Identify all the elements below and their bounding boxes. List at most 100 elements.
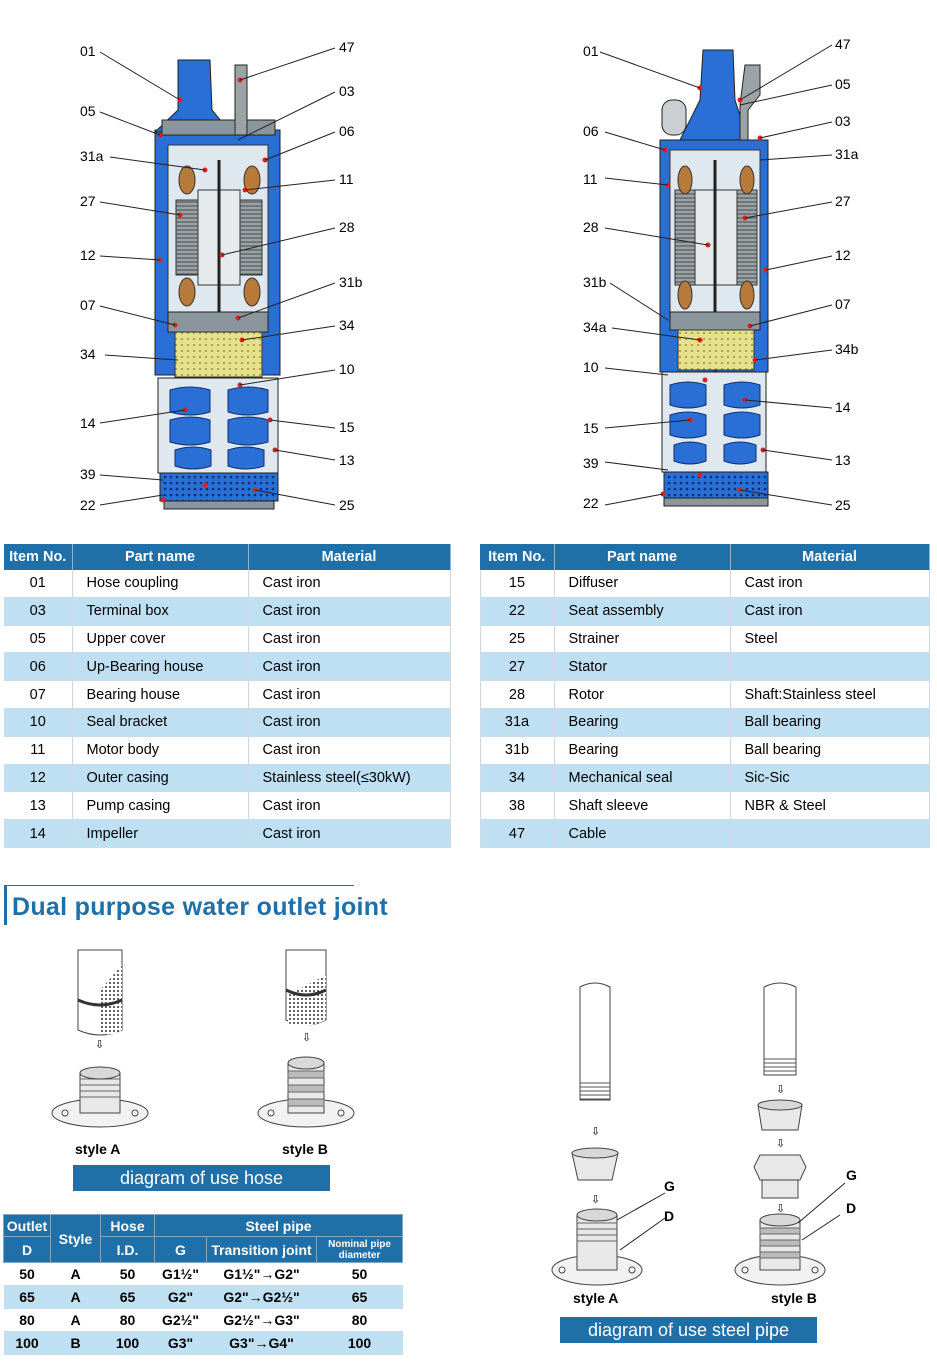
cell-transition: G2½"→G3" bbox=[206, 1308, 317, 1332]
material: Ball bearing bbox=[730, 736, 930, 765]
header-g: G bbox=[154, 1236, 207, 1263]
section-title: Dual purpose water outlet joint bbox=[12, 893, 388, 921]
cell-nominal: 100 bbox=[316, 1331, 403, 1355]
table-row: 50 A 50 G1½" G1½"→G2" 50 bbox=[3, 1262, 403, 1286]
gap bbox=[450, 625, 481, 653]
header-nominal-diameter: Nominal pipe diameter bbox=[315, 1236, 404, 1263]
table-row: 01 Hose coupling Cast iron 15 Diffuser C… bbox=[4, 570, 930, 598]
gap bbox=[450, 680, 481, 709]
callout-25: 25 bbox=[835, 497, 851, 513]
svg-text:⇩: ⇩ bbox=[776, 1138, 785, 1150]
callout-01: 01 bbox=[80, 43, 96, 59]
callout-22: 22 bbox=[80, 497, 96, 513]
part-name: Seat assembly bbox=[554, 597, 731, 626]
part-name: Upper cover bbox=[72, 625, 249, 654]
item-no: 12 bbox=[4, 764, 73, 793]
material: Ball bearing bbox=[730, 708, 930, 737]
hose-banner: diagram of use hose bbox=[73, 1165, 330, 1191]
gap bbox=[450, 708, 481, 737]
part-name: Hose coupling bbox=[72, 570, 249, 598]
svg-text:⇩: ⇩ bbox=[95, 1039, 104, 1051]
part-name: Bearing house bbox=[72, 680, 249, 709]
callout-27: 27 bbox=[835, 193, 851, 209]
material bbox=[730, 652, 930, 682]
section-bar bbox=[4, 885, 7, 925]
spec-subheader-row: D I.D. G Transition joint Nominal pipe d… bbox=[3, 1236, 404, 1263]
item-no: 28 bbox=[480, 680, 555, 709]
header-transition-joint: Transition joint bbox=[206, 1236, 317, 1263]
header-style: Style bbox=[50, 1214, 101, 1263]
cell-style: B bbox=[50, 1331, 101, 1355]
table-row: 14 Impeller Cast iron 47 Cable bbox=[4, 819, 930, 848]
parts-table-header: Item No. Part name Material Item No. Par… bbox=[4, 544, 930, 570]
table-row: 13 Pump casing Cast iron 38 Shaft sleeve… bbox=[4, 791, 930, 821]
part-name: Outer casing bbox=[72, 764, 249, 793]
steel-style-a-label: style A bbox=[573, 1290, 619, 1306]
callout-06: 06 bbox=[583, 123, 599, 139]
item-no: 25 bbox=[480, 625, 555, 654]
cell-nominal: 80 bbox=[316, 1308, 403, 1332]
material: Cast iron bbox=[730, 570, 930, 598]
gap bbox=[450, 652, 481, 681]
material: Cast iron bbox=[248, 680, 451, 709]
item-no: 47 bbox=[480, 819, 555, 848]
callout-34-right: 34 bbox=[339, 317, 355, 333]
part-name: Mechanical seal bbox=[554, 764, 731, 793]
part-name: Bearing bbox=[554, 736, 731, 765]
steel-pipe-diagram: ⇩ ⇩ ⇩ ⇩ ⇩ bbox=[551, 982, 846, 1286]
part-name: Up-Bearing house bbox=[72, 652, 249, 682]
callout-06: 06 bbox=[339, 123, 355, 139]
callout-28: 28 bbox=[583, 219, 599, 235]
gap bbox=[450, 570, 481, 598]
header-outlet: Outlet bbox=[3, 1214, 51, 1237]
cell-style: A bbox=[50, 1285, 101, 1309]
cell-nominal: 50 bbox=[316, 1262, 403, 1286]
item-no: 31a bbox=[480, 708, 555, 737]
item-no: 03 bbox=[4, 597, 73, 626]
svg-text:⇩: ⇩ bbox=[591, 1126, 600, 1138]
material: Cast iron bbox=[248, 791, 451, 821]
callout-03: 03 bbox=[339, 83, 355, 99]
cell-d: 80 bbox=[3, 1308, 51, 1332]
steel-banner: diagram of use steel pipe bbox=[560, 1317, 817, 1343]
callout-07: 07 bbox=[835, 296, 851, 312]
gap bbox=[450, 736, 481, 765]
callout-34: 34 bbox=[80, 346, 96, 362]
table-row: 80 A 80 G2½" G2½"→G3" 80 bbox=[3, 1308, 403, 1332]
part-name: Diffuser bbox=[554, 570, 731, 598]
callout-11: 11 bbox=[339, 171, 354, 187]
table-row: 12 Outer casing Stainless steel(≤30kW) 3… bbox=[4, 764, 930, 793]
material: Shaft:Stainless steel bbox=[730, 680, 930, 709]
cell-g: G2½" bbox=[154, 1308, 207, 1332]
cell-id: 65 bbox=[100, 1285, 155, 1309]
svg-text:⇩: ⇩ bbox=[302, 1032, 311, 1044]
header-steel-pipe: Steel pipe bbox=[153, 1214, 404, 1237]
part-name: Seal bracket bbox=[72, 708, 249, 737]
hose-style-a-label: style A bbox=[75, 1141, 121, 1157]
item-no: 10 bbox=[4, 708, 73, 737]
callout-22: 22 bbox=[583, 495, 599, 511]
callout-03: 03 bbox=[835, 113, 851, 129]
part-name: Cable bbox=[554, 819, 731, 848]
callout-31b: 31b bbox=[583, 274, 607, 290]
callout-10: 10 bbox=[583, 359, 599, 375]
item-no: 27 bbox=[480, 652, 555, 682]
material: Cast iron bbox=[248, 570, 451, 598]
gap bbox=[450, 764, 481, 792]
item-no: 11 bbox=[4, 736, 73, 765]
cell-transition: G2"→G2½" bbox=[206, 1285, 317, 1309]
item-no: 14 bbox=[4, 819, 73, 848]
item-no: 34 bbox=[480, 764, 555, 793]
table-row: 06 Up-Bearing house Cast iron 27 Stator bbox=[4, 652, 930, 682]
cell-d: 50 bbox=[3, 1262, 51, 1286]
header-hose: Hose bbox=[100, 1214, 155, 1237]
section-rule bbox=[4, 885, 354, 886]
svg-text:⇩: ⇩ bbox=[776, 1084, 785, 1096]
hose-style-b-label: style B bbox=[282, 1141, 328, 1157]
steel-d-label-b: D bbox=[846, 1200, 857, 1216]
cell-transition: G3"→G4" bbox=[206, 1331, 317, 1355]
table-row: 100 B 100 G3" G3"→G4" 100 bbox=[3, 1331, 403, 1355]
spec-header-row: Outlet Style Hose Steel pipe bbox=[3, 1214, 404, 1263]
callout-13: 13 bbox=[339, 452, 355, 468]
svg-text:⇩: ⇩ bbox=[776, 1203, 785, 1215]
